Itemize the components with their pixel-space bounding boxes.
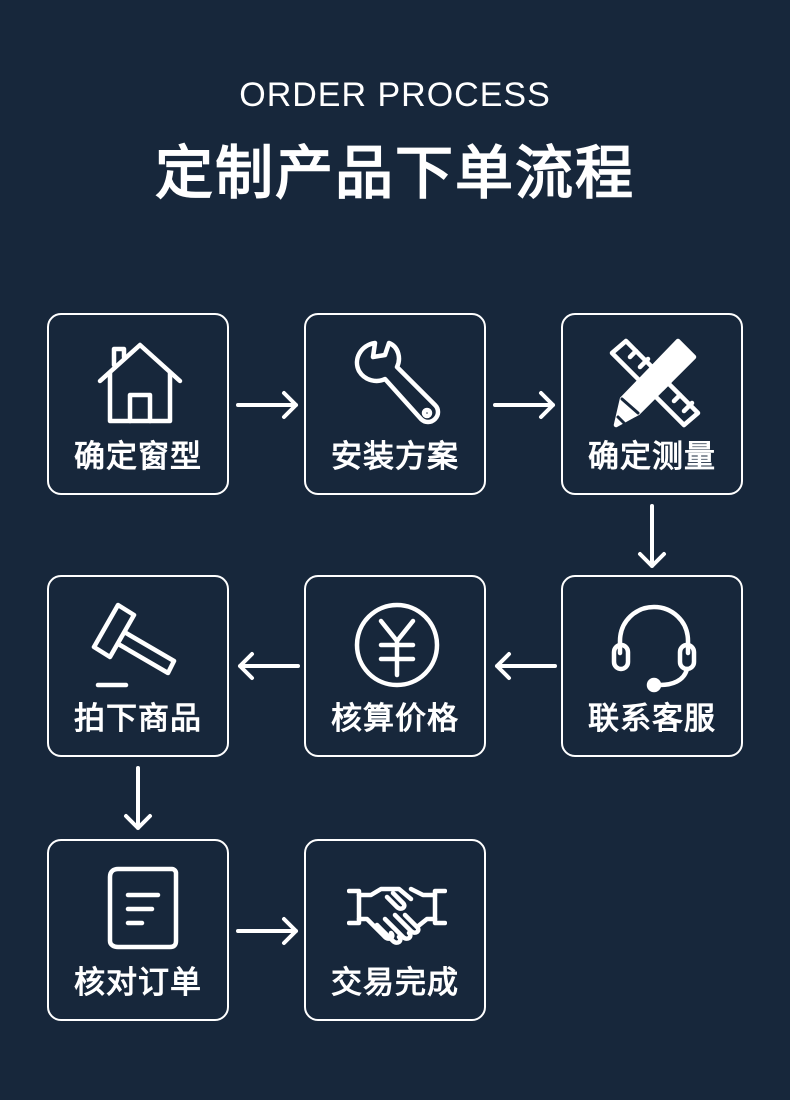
subtitle-english: ORDER PROCESS [239, 76, 551, 114]
arrow-left-icon [238, 652, 300, 680]
headset-icon [611, 604, 697, 693]
arrow-right-icon [493, 391, 555, 419]
step-place-order: 拍下商品 [47, 575, 229, 757]
arrow-right-icon [236, 917, 298, 945]
step-installation-plan: 安装方案 [304, 313, 486, 495]
step-verify-order: 核对订单 [47, 839, 229, 1021]
page-title: 定制产品下单流程 [154, 139, 635, 207]
arrow-right-icon [236, 391, 298, 419]
step-label: 核算价格 [331, 701, 459, 737]
arrow-down-icon [638, 504, 666, 568]
step-label: 核对订单 [74, 965, 202, 1001]
document-icon [107, 866, 179, 950]
step-label: 安装方案 [331, 439, 459, 475]
ruler-pencil-icon [609, 338, 701, 428]
arrow-down-icon [124, 766, 152, 830]
step-calculate-price: 核算价格 [304, 575, 486, 757]
step-label: 拍下商品 [74, 701, 202, 737]
step-contact-service: 联系客服 [561, 575, 743, 757]
step-label: 确定窗型 [74, 439, 202, 475]
step-label: 联系客服 [588, 701, 716, 737]
step-confirm-window-type: 确定窗型 [47, 313, 229, 495]
step-label: 确定测量 [588, 439, 716, 475]
gavel-icon [91, 602, 177, 688]
house-icon [97, 342, 183, 424]
handshake-icon [347, 886, 447, 945]
yen-coin-icon [354, 602, 440, 688]
step-label: 交易完成 [331, 965, 459, 1001]
wrench-icon [354, 340, 441, 425]
arrow-left-icon [495, 652, 557, 680]
step-deal-complete: 交易完成 [304, 839, 486, 1021]
step-confirm-measurement: 确定测量 [561, 313, 743, 495]
